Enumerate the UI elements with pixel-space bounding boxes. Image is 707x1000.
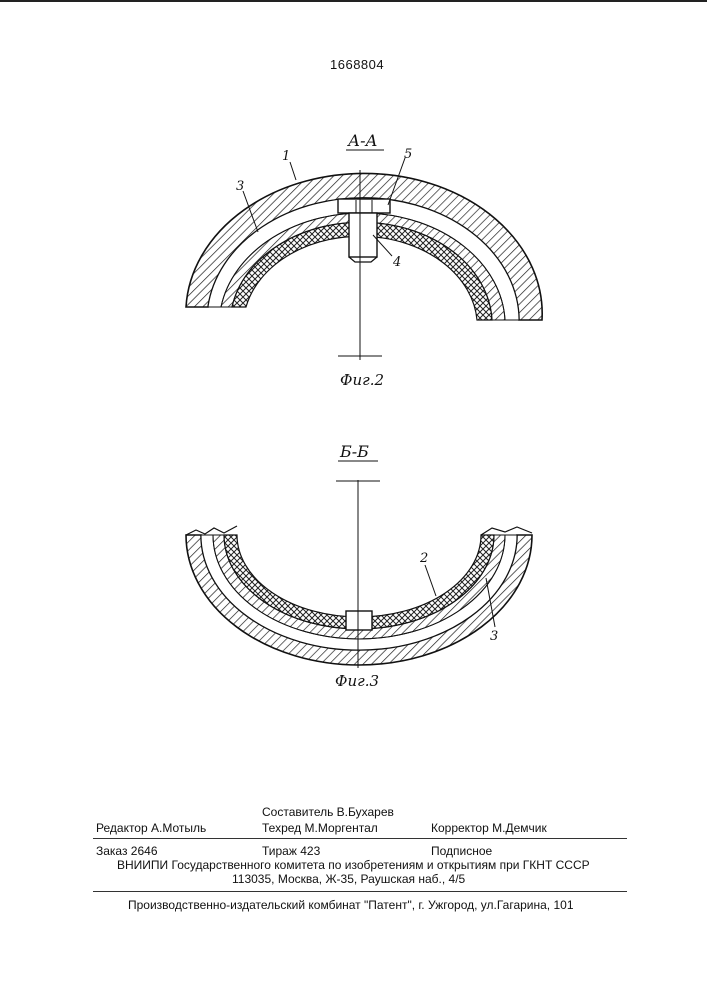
fig2-callout-5: 5: [404, 147, 412, 162]
imprint-techred: Техред М.Моргентал: [262, 821, 378, 835]
drawings-canvas: А-А 1 3 5 4 Фиг.2 Б-Б 2 3 Фиг.3: [0, 0, 707, 760]
fig2-bolt-shank: [349, 213, 377, 257]
fig3-callout-3: 3: [490, 629, 498, 644]
figure-2: А-А 1 3 5 4 Фиг.2: [186, 131, 542, 389]
imprint-editor: Редактор А.Мотыль: [96, 821, 206, 835]
fig2-callout-1: 1: [282, 149, 290, 164]
imprint-subscription: Подписное: [431, 844, 492, 858]
imprint-circulation: Тираж 423: [262, 844, 320, 858]
fig3-insert: [346, 611, 372, 630]
fig2-callout-3: 3: [236, 179, 244, 194]
fig3-callout-2: 2: [419, 551, 428, 566]
fig2-caption: Фиг.2: [340, 371, 384, 389]
imprint-corrector: Корректор М.Демчик: [431, 821, 547, 835]
fig2-bolt-head: [338, 199, 390, 213]
imprint-rule-bottom: [93, 891, 627, 892]
imprint-address: 113035, Москва, Ж-35, Раушская наб., 4/5: [232, 872, 465, 886]
fig3-caption: Фиг.3: [335, 672, 379, 690]
fig3-section-label: Б-Б: [339, 442, 369, 461]
fig2-callout-4: 4: [392, 255, 401, 270]
figure-3: Б-Б 2 3 Фиг.3: [186, 442, 532, 690]
imprint-order: Заказ 2646: [96, 844, 158, 858]
imprint-rule-top: [93, 838, 627, 839]
imprint-composer: Составитель В.Бухарев: [262, 805, 394, 819]
fig2-section-label: А-А: [347, 131, 378, 150]
imprint-org: ВНИИПИ Государственного комитета по изоб…: [117, 858, 590, 872]
imprint-publisher: Производственно-издательский комбинат "П…: [128, 898, 574, 912]
